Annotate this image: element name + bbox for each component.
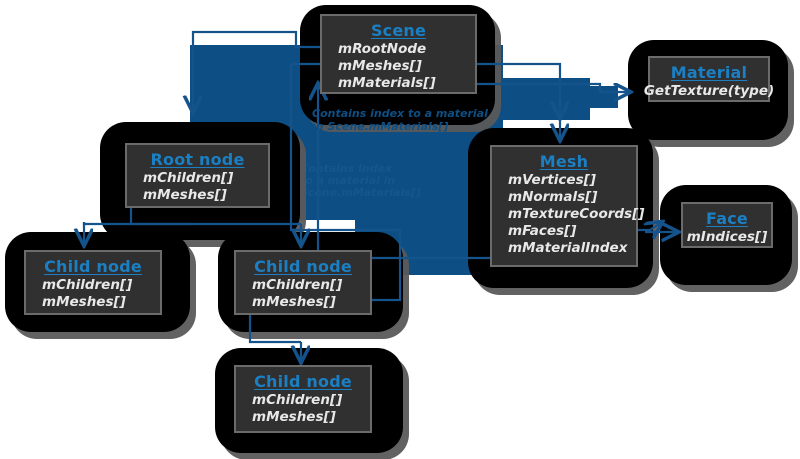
node-face-title: Face — [706, 209, 748, 228]
node-mesh-fields: mVertices[] mNormals[] mTextureCoords[] … — [500, 172, 645, 257]
node-material-title: Material — [670, 63, 748, 82]
node-scene[interactable]: Scene mRootNode mMeshes[] mMaterials[] — [320, 14, 477, 94]
field-mIndices: mIndices[] — [686, 229, 768, 245]
node-material-fields: GetTexture(type) — [644, 83, 774, 100]
field-mChildren: mChildren[] — [252, 277, 343, 293]
field-mMaterials: mMaterials[] — [338, 75, 436, 91]
node-child-node-bottom-fields: mChildren[] mMeshes[] — [244, 392, 362, 426]
field-mMeshes: mMeshes[] — [338, 58, 422, 74]
node-face[interactable]: Face mIndices[] — [681, 202, 773, 248]
node-root-node-title: Root node — [150, 150, 245, 169]
material-index-note-line2: in Scene.mMaterials[] — [312, 120, 449, 133]
material-index-note-line1: Contains index to a material — [312, 107, 488, 120]
field-mTextureCoords: mTextureCoords[] — [508, 206, 645, 222]
node-scene-fields: mRootNode mMeshes[] mMaterials[] — [330, 41, 467, 92]
field-mMeshes: mMeshes[] — [42, 294, 126, 310]
field-mMeshes: mMeshes[] — [143, 187, 227, 203]
node-child-node-left[interactable]: Child node mChildren[] mMeshes[] — [24, 250, 162, 315]
node-child-node-left-fields: mChildren[] mMeshes[] — [34, 277, 152, 311]
node-child-node-bottom[interactable]: Child node mChildren[] mMeshes[] — [234, 365, 372, 433]
ghost-note-line2: to a material in — [300, 174, 396, 187]
field-mMaterialIndex: mMaterialIndex — [508, 240, 628, 256]
node-material[interactable]: Material GetTexture(type) — [644, 56, 774, 102]
field-mVertices: mVertices[] — [508, 172, 596, 188]
field-mChildren: mChildren[] — [42, 277, 133, 293]
ghost-note-line1: Contains index — [300, 162, 393, 175]
material-index-note: Contains index to a material in Scene.mM… — [312, 108, 488, 132]
node-child-node-left-title: Child node — [44, 257, 142, 276]
field-mChildren: mChildren[] — [143, 170, 234, 186]
node-face-fields: mIndices[] — [687, 229, 768, 246]
wire-scene-rootnode — [193, 30, 338, 112]
field-mMeshes: mMeshes[] — [252, 409, 336, 425]
field-mNormals: mNormals[] — [508, 189, 598, 205]
field-GetTexture: GetTexture(type) — [643, 83, 775, 99]
node-child-node-middle-title: Child node — [254, 257, 352, 276]
ghost-note-line3: Scene.mMaterials[] — [300, 186, 421, 199]
field-mMeshes: mMeshes[] — [252, 294, 336, 310]
node-root-node[interactable]: Root node mChildren[] mMeshes[] — [125, 143, 270, 208]
node-child-node-middle[interactable]: Child node mChildren[] mMeshes[] — [234, 250, 372, 315]
wire-scene-materials — [422, 82, 630, 92]
ghost-note: Contains index to a material in Scene.mM… — [300, 163, 421, 199]
node-scene-title: Scene — [370, 21, 427, 40]
node-child-node-bottom-title: Child node — [254, 372, 352, 391]
node-child-node-middle-fields: mChildren[] mMeshes[] — [244, 277, 362, 311]
node-mesh-title: Mesh — [539, 152, 589, 171]
field-mRootNode: mRootNode — [338, 41, 427, 57]
wire-childmid-meshes — [289, 64, 402, 302]
field-mFaces: mFaces[] — [508, 223, 577, 239]
field-mChildren: mChildren[] — [252, 392, 343, 408]
wire-rootnode-child-left — [82, 222, 193, 226]
node-root-node-fields: mChildren[] mMeshes[] — [135, 170, 260, 204]
node-mesh[interactable]: Mesh mVertices[] mNormals[] mTextureCoor… — [490, 145, 645, 267]
